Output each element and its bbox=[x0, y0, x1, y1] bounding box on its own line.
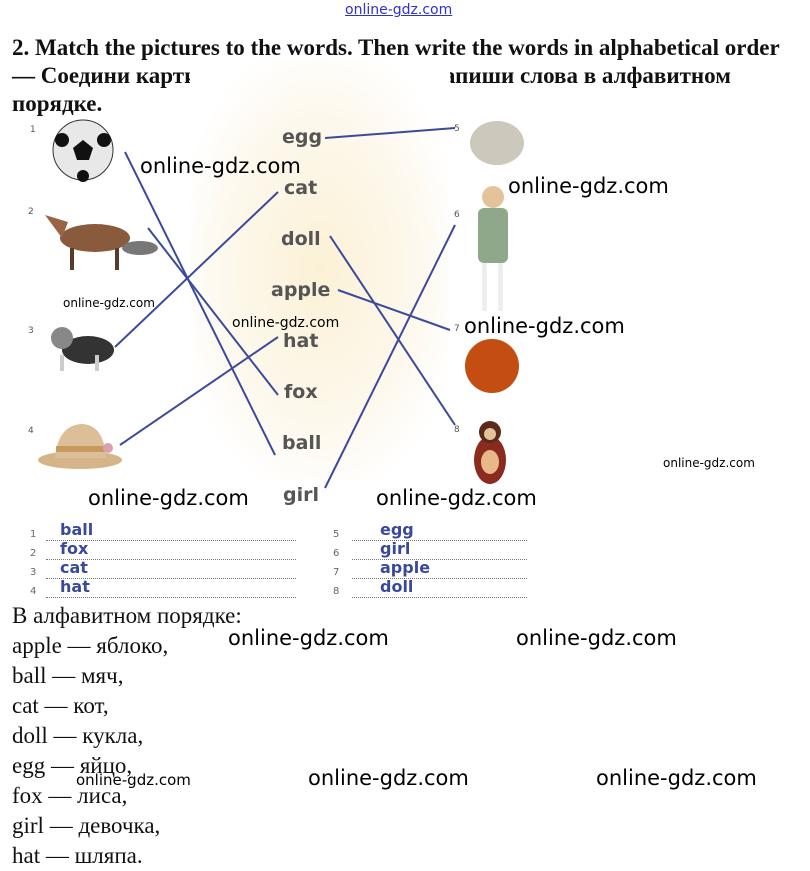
alphabetical-heading: В алфавитном порядке: bbox=[12, 603, 242, 628]
word-doll: doll bbox=[281, 228, 321, 250]
watermark: online-gdz.com bbox=[232, 315, 340, 331]
answer-line: doll bbox=[352, 577, 527, 598]
answer-number: 2 bbox=[30, 548, 37, 559]
answer-word: girl bbox=[380, 539, 411, 558]
word-girl: girl bbox=[283, 484, 319, 506]
fox-picture bbox=[45, 215, 158, 270]
hat-picture bbox=[38, 424, 122, 469]
watermark: online-gdz.com bbox=[228, 626, 389, 650]
word-egg: egg bbox=[282, 126, 323, 148]
word-cat: cat bbox=[284, 177, 318, 199]
watermark: online-gdz.com bbox=[88, 486, 249, 510]
answer-number: 7 bbox=[333, 567, 340, 578]
list-item: hat — шляпа. bbox=[12, 843, 143, 868]
ball-picture bbox=[52, 119, 114, 182]
word-fox: fox bbox=[284, 381, 318, 403]
picture-number: 4 bbox=[28, 426, 34, 436]
picture-number: 2 bbox=[28, 207, 34, 217]
answer-number: 1 bbox=[30, 529, 37, 540]
word-ball: ball bbox=[282, 432, 322, 454]
answer-number: 5 bbox=[333, 529, 340, 540]
answer-line: fox bbox=[46, 539, 296, 560]
picture-number: 8 bbox=[454, 425, 460, 435]
picture-number: 3 bbox=[28, 326, 34, 336]
answer-word: apple bbox=[380, 558, 431, 577]
apple-picture bbox=[465, 339, 519, 393]
watermark: online-gdz.com bbox=[376, 486, 537, 510]
picture-number: 1 bbox=[30, 125, 36, 135]
background-glow bbox=[190, 60, 450, 480]
answer-word: fox bbox=[60, 539, 89, 558]
watermark-top[interactable]: online-gdz.com bbox=[345, 2, 453, 18]
list-item: fox — лиса, bbox=[12, 783, 128, 808]
line-egg bbox=[324, 127, 456, 139]
answer-number: 3 bbox=[30, 567, 37, 578]
picture-number: 5 bbox=[454, 124, 460, 134]
line-hat bbox=[119, 336, 279, 446]
answer-word: ball bbox=[60, 520, 94, 539]
list-item: doll — кукла, bbox=[12, 723, 144, 748]
answer-number: 8 bbox=[333, 586, 340, 597]
picture-number: 7 bbox=[454, 324, 460, 334]
line-girl bbox=[324, 224, 456, 489]
line-ball bbox=[124, 151, 276, 456]
watermark: online-gdz.com bbox=[508, 174, 669, 198]
watermark: online-gdz.com bbox=[76, 771, 191, 789]
egg-picture bbox=[470, 121, 524, 165]
line-cat bbox=[114, 191, 279, 348]
answer-line: cat bbox=[46, 558, 296, 579]
list-item: egg — яйцо, bbox=[12, 753, 133, 778]
list-item: ball — мяч, bbox=[12, 663, 124, 688]
list-item: apple — яблоко, bbox=[12, 633, 169, 658]
list-item: cat — кот, bbox=[12, 693, 109, 718]
answer-line: girl bbox=[352, 539, 527, 560]
word-hat: hat bbox=[283, 330, 319, 352]
answer-line: ball bbox=[46, 520, 296, 541]
answer-word: egg bbox=[380, 520, 414, 539]
answer-word: cat bbox=[60, 558, 88, 577]
watermark: online-gdz.com bbox=[516, 626, 677, 650]
watermark: online-gdz.com bbox=[63, 296, 155, 310]
watermark: online-gdz.com bbox=[308, 766, 469, 790]
answer-line: hat bbox=[46, 577, 296, 598]
line-doll bbox=[329, 235, 456, 426]
watermark: online-gdz.com bbox=[596, 766, 757, 790]
girl-picture bbox=[478, 186, 508, 311]
alphabetical-list: В алфавитном порядке: apple — яблоко, ba… bbox=[12, 601, 242, 871]
watermark: online-gdz.com bbox=[140, 154, 301, 178]
watermark: online-gdz.com bbox=[464, 314, 625, 338]
line-fox bbox=[147, 227, 279, 396]
answer-word: doll bbox=[380, 577, 414, 596]
line-apple bbox=[337, 289, 451, 331]
watermark: online-gdz.com bbox=[663, 456, 755, 470]
answer-number: 6 bbox=[333, 548, 340, 559]
picture-number: 6 bbox=[454, 210, 460, 220]
doll-picture bbox=[474, 421, 506, 484]
word-apple: apple bbox=[271, 279, 331, 301]
answer-number: 4 bbox=[30, 586, 37, 597]
answer-line: egg bbox=[352, 520, 527, 541]
cat-picture bbox=[51, 327, 114, 371]
answer-line: apple bbox=[352, 558, 527, 579]
list-item: girl — девочка, bbox=[12, 813, 161, 838]
answer-word: hat bbox=[60, 577, 90, 596]
